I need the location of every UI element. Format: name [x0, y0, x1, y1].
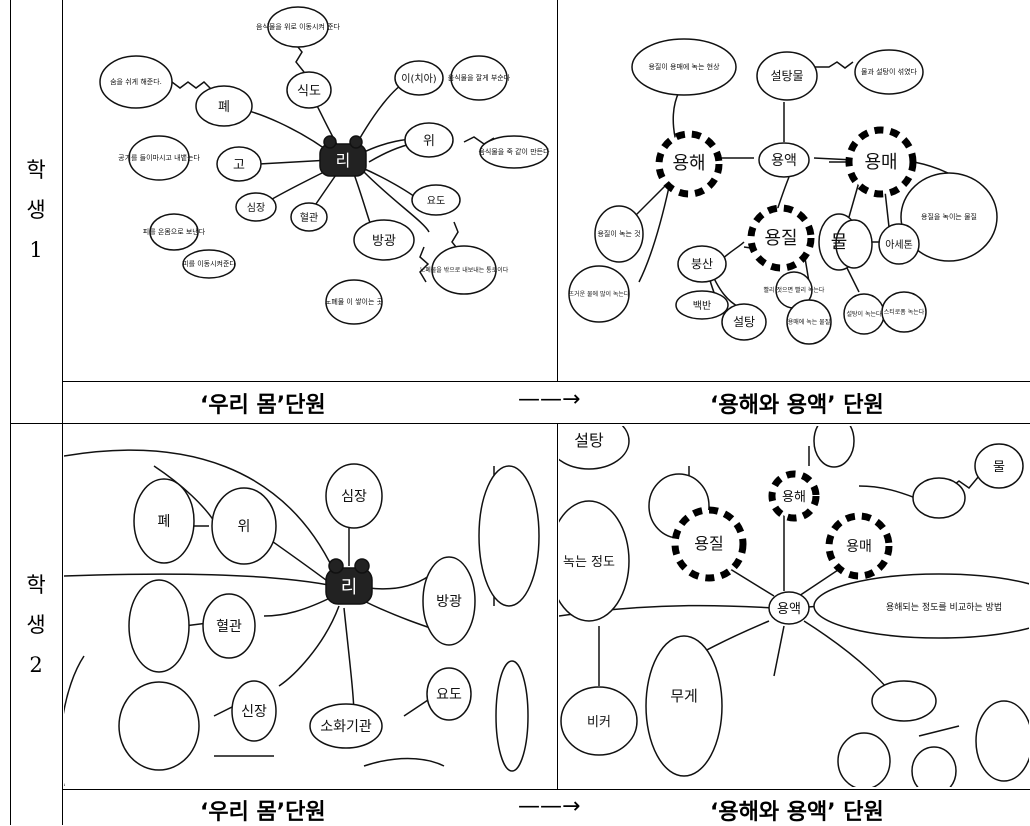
- row2-left-node-4: 방광: [436, 594, 462, 610]
- row1-body-mindmap: 리 폐 식도 이(치아) 위 고 심장 혈관 방광 요도 숨을 쉬게 해준다. …: [64, 2, 556, 379]
- row1-left-node-2: 식도: [297, 84, 321, 99]
- row2-label-char-2: 생: [26, 613, 46, 637]
- row1-right-node-9: 설탕: [733, 315, 755, 329]
- row2-right-center: 용액: [777, 602, 801, 617]
- row2-arrow: ——→: [518, 794, 581, 819]
- row2-caption-left: ‘우리 몸’단원: [200, 800, 326, 825]
- row1-right-note-7: 빨리 젓으면 빨리 녹는다: [764, 286, 825, 294]
- row1-label-char-2: 생: [26, 198, 46, 222]
- row2-label-char-3: 2: [29, 653, 43, 677]
- row2-left-node-2: 위: [238, 519, 251, 535]
- row1-right-note-8: 설탕이 녹는다: [846, 310, 882, 318]
- row2-right-node-1: 설탕: [574, 431, 604, 450]
- row2-student-label: 학 생 2: [10, 555, 62, 695]
- row2-left-node-5: 혈관: [216, 619, 242, 635]
- row2-panel-divider: [557, 424, 558, 789]
- row2-right-node-3: 용해: [782, 490, 806, 505]
- row1-left-node-5: 고: [233, 158, 245, 173]
- row1-right-node-5: 물: [831, 232, 848, 253]
- row2-right-node-5: 물: [993, 460, 1005, 475]
- row1-right-note-3: 용질을 녹이는 물질: [921, 212, 977, 221]
- row2-right-node-8: 비커: [587, 715, 611, 730]
- row2-body-mindmap: 리 폐 위 심장 방광 혈관 신장 소화기관 요도: [64, 426, 556, 787]
- row1-caption-right: ‘용해와 용액’ 단원: [710, 393, 884, 418]
- row2-solution-mindmap: 용액 설탕 용질 용해 용매 물 녹는 정도 무게 비커 용해되는 정도를 비교…: [559, 426, 1029, 787]
- row2-left-node-1: 폐: [158, 514, 171, 530]
- row1-left-node-9: 요도: [427, 196, 445, 207]
- row1-left-node-6: 심장: [247, 202, 265, 214]
- row1-label-char-1: 학: [26, 158, 46, 182]
- row2-right-note-1: 용해되는 정도를 비교하는 방법: [886, 602, 1002, 613]
- row1-right-node-4: 용질: [764, 228, 797, 249]
- table-outer-left: [10, 0, 11, 825]
- row1-caption-left: ‘우리 몸’단원: [200, 393, 326, 418]
- table-row-divider: [10, 423, 1030, 424]
- row2-caption-line: [62, 789, 1030, 790]
- row1-solution-mindmap: 용액 용해 용매 설탕물 용질 물 아세톤 붕산 백반 설탕 용질이 용매에 녹…: [559, 2, 1029, 379]
- row2-left-center: 리: [341, 577, 358, 598]
- row2-left-node-8: 요도: [436, 687, 462, 703]
- row2-right-node-7: 무게: [670, 687, 698, 705]
- table-label-divider: [62, 0, 63, 825]
- row1-label-char-3: 1: [29, 238, 43, 262]
- row2-right-node-6: 녹는 정도: [563, 555, 615, 570]
- row2-left-node-6: 신장: [241, 704, 267, 720]
- row1-left-node-4: 위: [423, 134, 435, 149]
- row1-right-note-1: 용질이 용매에 녹는 현상: [648, 62, 720, 71]
- row1-left-note-3: 음식물을 잘게 부순다: [448, 73, 511, 82]
- row2-caption-right: ‘용해와 용액’ 단원: [710, 800, 884, 825]
- row1-left-node-3: 이(치아): [401, 73, 437, 85]
- row1-right-note-4: 용질이 녹는 것: [597, 229, 640, 238]
- row1-right-node-7: 붕산: [691, 257, 713, 271]
- row1-caption-line: [62, 381, 1030, 382]
- row1-right-node-1: 용해: [672, 153, 705, 174]
- row2-left-node-7: 소화기관: [320, 719, 372, 735]
- row1-right-node-3: 설탕물: [770, 69, 803, 83]
- row1-right-center: 용액: [771, 153, 797, 169]
- row1-left-node-1: 폐: [218, 100, 230, 115]
- row2-label-char-1: 학: [26, 573, 46, 597]
- row1-right-node-8: 백반: [693, 300, 711, 312]
- row1-left-note-1: 숨을 쉬게 해준다.: [110, 77, 162, 86]
- row2-left-node-3: 심장: [341, 489, 367, 505]
- row1-left-note-2: 음식물을 위로 이동시켜 준다: [256, 22, 341, 31]
- row1-left-note-5: 공기를 들이마시고 내뱉는다: [118, 153, 200, 162]
- row1-left-note-6: 피를 온몸으로 보낸다: [143, 227, 206, 236]
- row1-left-node-7: 혈관: [300, 211, 318, 224]
- row1-arrow: ——→: [518, 387, 581, 412]
- row1-right-note-2: 물과 설탕이 섞였다: [861, 67, 918, 76]
- row1-left-center: 리: [336, 151, 351, 170]
- row2-right-node-4: 용매: [846, 539, 872, 555]
- row1-left-note-7: 피를 이동시켜준다: [182, 259, 236, 268]
- row1-right-note-6: 용매에 녹는 물질: [788, 318, 830, 326]
- row1-right-note-9: 스티로폼 녹는다: [884, 308, 925, 316]
- row1-right-note-5: 뜨거운 물에 많이 녹는다: [569, 290, 630, 298]
- row1-left-note-4: 음식물을 죽 같이 만든다: [478, 147, 550, 156]
- row1-right-node-2: 용매: [864, 152, 897, 173]
- row2-right-node-2: 용질: [694, 534, 723, 553]
- row1-left-node-8: 방광: [372, 234, 396, 249]
- row1-left-note-9: 노폐물을 밖으로 내보내는 통로이다: [420, 266, 509, 274]
- row1-panel-divider: [557, 0, 558, 381]
- row1-right-node-6: 아세톤: [885, 239, 913, 251]
- row1-left-note-8: 노폐물 이 쌓이는 곳: [325, 297, 384, 306]
- row1-student-label: 학 생 1: [10, 140, 62, 280]
